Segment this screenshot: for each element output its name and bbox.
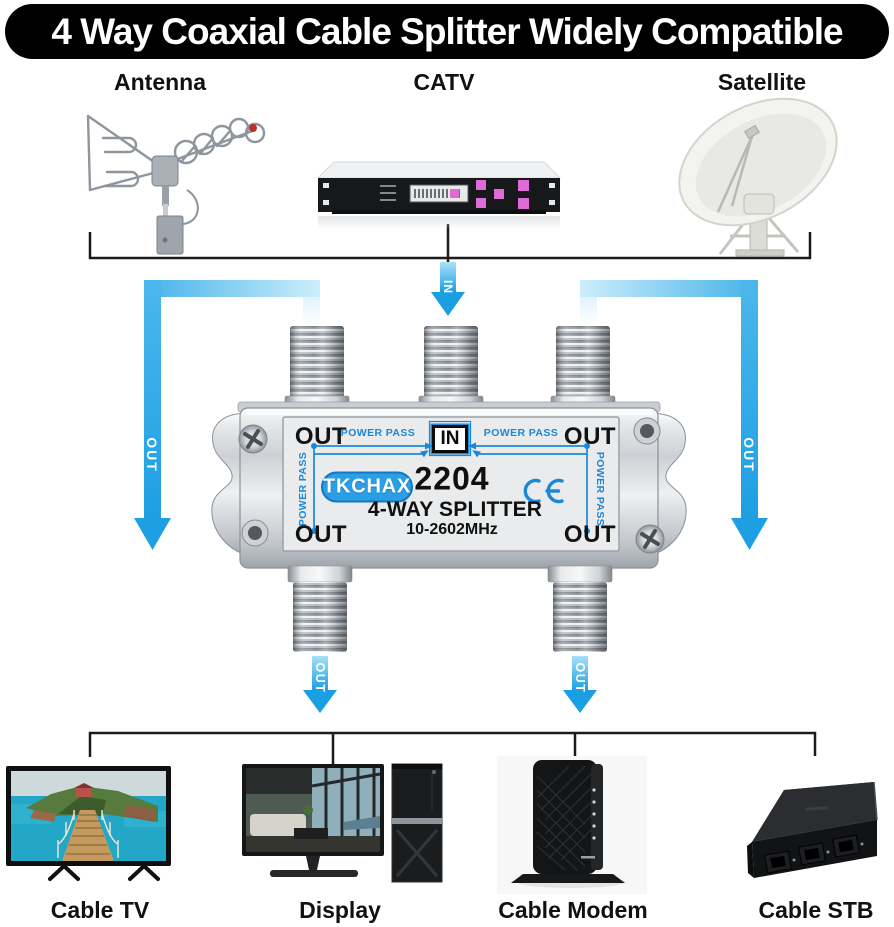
- arrow-out-right: OUT: [580, 280, 768, 550]
- splitter-device: [211, 326, 687, 652]
- splitter-model: 2204: [414, 460, 490, 497]
- splitter-port-out-top-right: OUT: [563, 423, 617, 450]
- arrow-out-right-label: OUT: [741, 437, 757, 473]
- monitor-screen: [246, 768, 381, 852]
- antenna-image: [86, 114, 266, 255]
- arrow-in-center: IN: [431, 262, 465, 316]
- screw-hole-top-right: [633, 417, 661, 445]
- cable-tv-image: [6, 766, 171, 881]
- bottom-bracket: [88, 731, 817, 764]
- cable-stb-image: [747, 781, 878, 878]
- ce-mark-icon: [523, 478, 564, 504]
- tv-screen: [11, 771, 166, 861]
- output-label-display: Display: [299, 897, 381, 923]
- title-banner: 4 Way Coaxial Cable Splitter Widely Comp…: [5, 4, 889, 59]
- display-image: [242, 763, 443, 883]
- arrow-out-bottom-left: OUT: [303, 656, 337, 713]
- stb-ports: [764, 834, 864, 874]
- splitter-port-in: IN: [432, 425, 468, 453]
- splitter-type: 4-WAY SPLITTER: [367, 498, 543, 521]
- modem-leds: [592, 788, 596, 840]
- source-label-catv: CATV: [413, 69, 475, 95]
- antenna-red-tip: [249, 124, 257, 132]
- catv-image: [316, 161, 562, 229]
- power-pass-top-left: POWER PASS: [340, 427, 416, 439]
- power-pass-left: POWER PASS: [297, 451, 309, 527]
- splitter-port-out-top-left: OUT: [294, 423, 348, 450]
- arrow-out-br-label: OUT: [573, 663, 587, 694]
- splitter-label-plate: [282, 416, 620, 552]
- f-connector-in: [418, 326, 484, 413]
- top-bracket: [88, 224, 812, 263]
- tv-feet: [48, 864, 160, 881]
- brand-badge: TKCHAX: [321, 471, 413, 503]
- output-label-cable-tv: Cable TV: [50, 897, 150, 923]
- power-pass-right: POWER PASS: [594, 451, 606, 527]
- arrow-out-left-label: OUT: [144, 437, 160, 473]
- satellite-image: [678, 97, 838, 257]
- screw-hole-bottom-left: [241, 519, 269, 547]
- splitter-body-highlight: [246, 410, 652, 415]
- arrow-out-bottom-right: OUT: [563, 656, 597, 713]
- cable-modem-image: [497, 756, 647, 894]
- arrow-in-label: IN: [441, 280, 455, 294]
- output-label-cable-modem: Cable Modem: [498, 897, 648, 923]
- f-connector-bottom-left: [287, 565, 353, 652]
- f-connector-bottom-right: [547, 565, 613, 652]
- output-label-cable-stb: Cable STB: [758, 897, 874, 923]
- source-label-antenna: Antenna: [114, 69, 206, 95]
- catv-buttons: [450, 180, 529, 209]
- f-connector-top-left: [284, 326, 350, 413]
- plate-wiring: [311, 420, 590, 534]
- power-pass-top-right: POWER PASS: [483, 427, 559, 439]
- arrow-out-left: OUT: [134, 280, 320, 550]
- source-label-satellite: Satellite: [717, 69, 807, 95]
- screw-bottom-right: [635, 524, 665, 554]
- tower-pc: [391, 763, 443, 883]
- arrow-out-bl-label: OUT: [313, 663, 327, 694]
- splitter-port-out-bottom-left: OUT: [294, 521, 348, 548]
- f-connector-top-right: [550, 326, 616, 413]
- splitter-frequency: 10-2602MHz: [406, 521, 498, 538]
- screw-top-left: [238, 424, 268, 454]
- splitter-port-out-bottom-right: OUT: [563, 521, 617, 548]
